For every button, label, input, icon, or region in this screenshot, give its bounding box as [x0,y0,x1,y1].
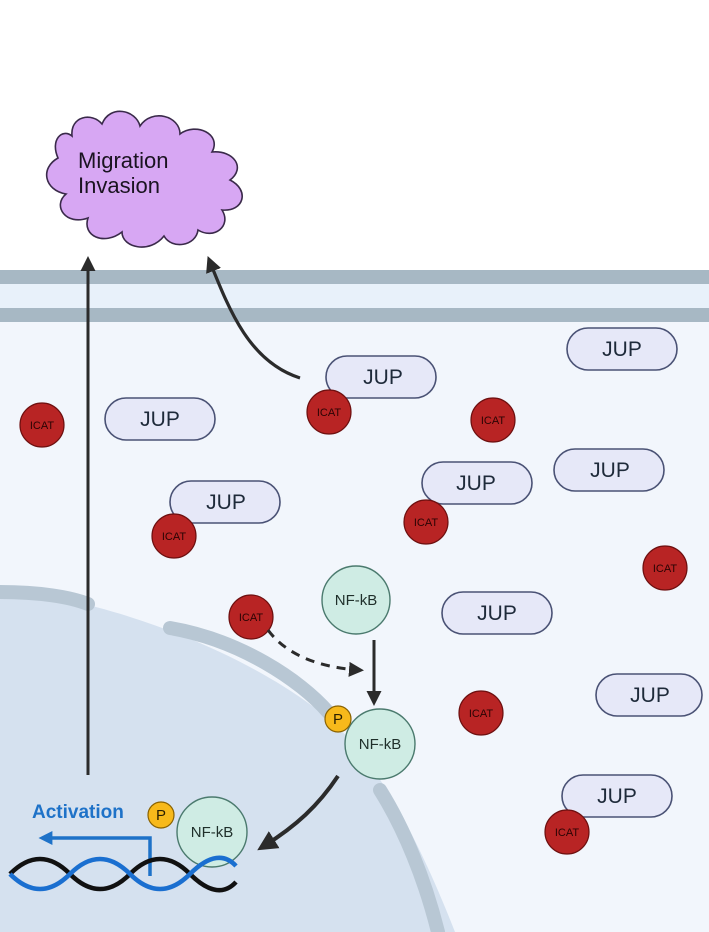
icat-3: ICAT [470,397,516,443]
icat-label: ICAT [469,708,494,720]
jup-label: JUP [456,472,496,495]
phospho-badge-1: P [324,705,352,733]
dna-helix [8,855,238,893]
icat-label: ICAT [481,415,506,427]
icat-to-nfkb-dashed-arrow [266,629,364,677]
jup-free-5: JUP [595,673,703,717]
icat-7: ICAT [228,594,274,640]
icat-label: ICAT [162,531,187,543]
promoter-arrow [38,831,152,876]
phospho-label: P [333,711,343,728]
nfkb-label: NF-kB [191,824,234,841]
outcome-line2: Invasion [78,173,160,198]
icat-5: ICAT [403,499,449,545]
icat-2: ICAT [306,389,352,435]
jup-label: JUP [630,684,670,707]
jup-free-4: JUP [441,591,553,635]
jup-bound-icat-2: JUP [169,480,281,524]
icat-8: ICAT [458,690,504,736]
jup-label: JUP [597,785,637,808]
jup-to-migration-arrow [206,256,301,380]
icat-label: ICAT [30,420,55,432]
nfkb-phosphorylated: NF-kB [344,708,416,780]
activation-label: Activation [32,802,124,823]
nfkb-cytoplasm: NF-kB [321,565,391,635]
nucleus [0,585,455,932]
nfkb-label: NF-kB [359,736,402,753]
nfkb-nuclear: NF-kB [176,796,248,868]
outcome-line1: Migration [78,148,168,173]
jup-label: JUP [590,459,630,482]
icat-4: ICAT [151,513,197,559]
jup-label: JUP [602,338,642,361]
nfkb-nuclear-translocation-arrow [257,774,340,851]
jup-bound-icat-4: JUP [561,774,673,818]
nfkb-label: NF-kB [335,592,378,609]
phospho-badge-2: P [147,801,175,829]
icat-label: ICAT [239,612,264,624]
icat-1: ICAT [19,402,65,448]
icat-label: ICAT [555,827,580,839]
jup-label: JUP [206,491,246,514]
jup-free-2: JUP [566,327,678,371]
icat-6: ICAT [642,545,688,591]
jup-free-1: JUP [104,397,216,441]
plasma-membrane [0,270,709,322]
jup-free-3: JUP [553,448,665,492]
phospho-label: P [156,807,166,824]
icat-label: ICAT [414,517,439,529]
icat-label: ICAT [653,563,678,575]
icat-label: ICAT [317,407,342,419]
jup-bound-icat-3: JUP [421,461,533,505]
jup-label: JUP [363,366,403,389]
icat-9: ICAT [544,809,590,855]
jup-bound-icat-1: JUP [325,355,437,399]
jup-label: JUP [477,602,517,625]
jup-label: JUP [140,408,180,431]
migration-invasion-blob: Migration Invasion [45,110,243,248]
